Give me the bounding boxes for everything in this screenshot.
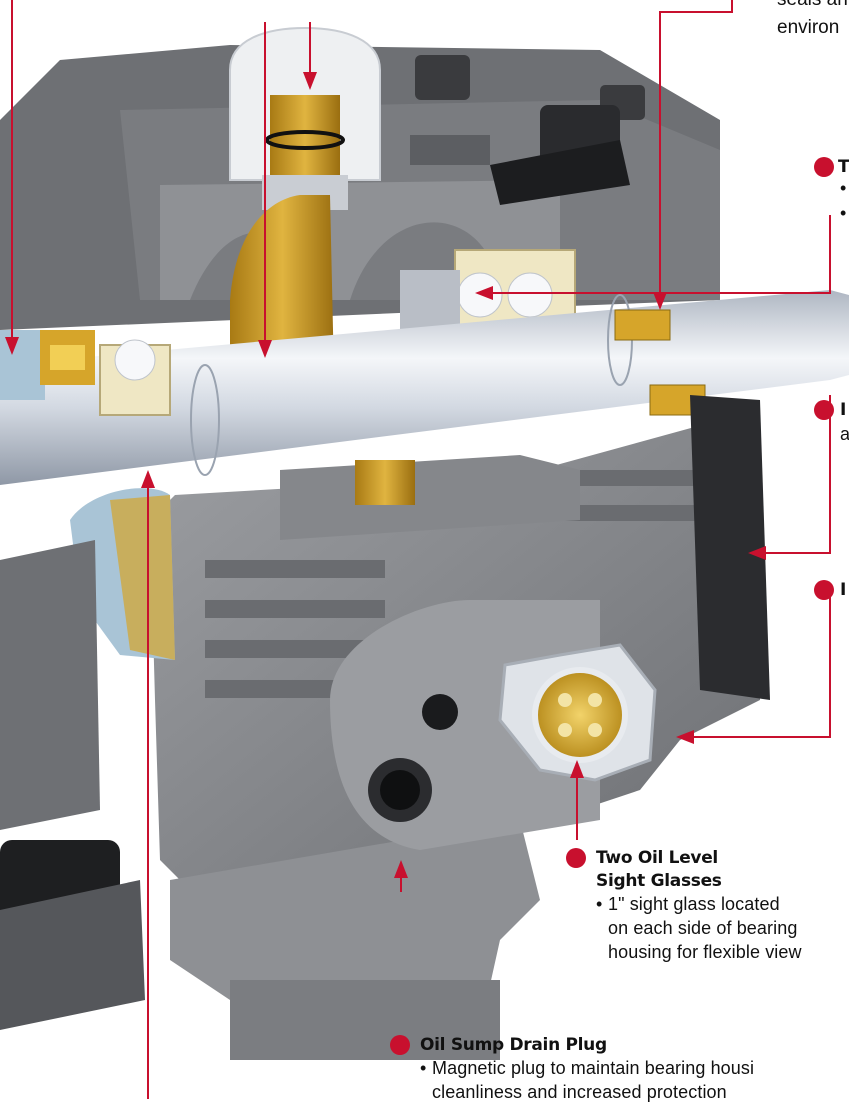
top-right-text-line-2: environ bbox=[777, 17, 840, 38]
left-seal-and-bearing bbox=[0, 330, 171, 416]
sight-glass-text-line-1: 1" sight glass located bbox=[608, 894, 780, 914]
drain-plug-bullet: • bbox=[420, 1058, 427, 1078]
adjusting-bolt bbox=[490, 105, 630, 205]
sight-glass-title-line-2: Sight Glasses bbox=[596, 871, 722, 891]
callout-right-3-label: I bbox=[840, 580, 847, 600]
sight-glass-title-line-1: Two Oil Level bbox=[596, 848, 718, 868]
callout-right-1-bullet-2: • bbox=[840, 203, 847, 223]
callout-right-1-bullet-1: • bbox=[840, 178, 847, 198]
callout-dot-icon bbox=[390, 157, 834, 1055]
right-seal bbox=[614, 309, 671, 341]
drain-plug-text-line-2: cleanliness and increased protection bbox=[432, 1082, 727, 1102]
sight-glass-bullet: • bbox=[596, 894, 603, 914]
callout-right-1-label: T bbox=[838, 157, 849, 177]
callout-right-2-label: I bbox=[840, 400, 847, 420]
oil-fill-plug bbox=[229, 26, 381, 210]
drain-plug-title: Oil Sump Drain Plug bbox=[420, 1035, 607, 1055]
sight-glass-text-line-2: on each side of bearing bbox=[608, 918, 798, 938]
drain-plug-text-line-1: Magnetic plug to maintain bearing housi bbox=[432, 1058, 755, 1078]
left-lower-parts bbox=[0, 488, 175, 1030]
top-right-text-line-1: seals an bbox=[777, 0, 848, 11]
arrowhead-icon bbox=[5, 72, 766, 878]
callout-leaders bbox=[11, 0, 831, 1099]
housing-front bbox=[150, 395, 770, 1060]
sight-glass bbox=[498, 643, 657, 782]
callout-right-2-sub: a bbox=[840, 424, 849, 444]
sight-glass-text-line-3: housing for flexible view bbox=[608, 942, 802, 962]
